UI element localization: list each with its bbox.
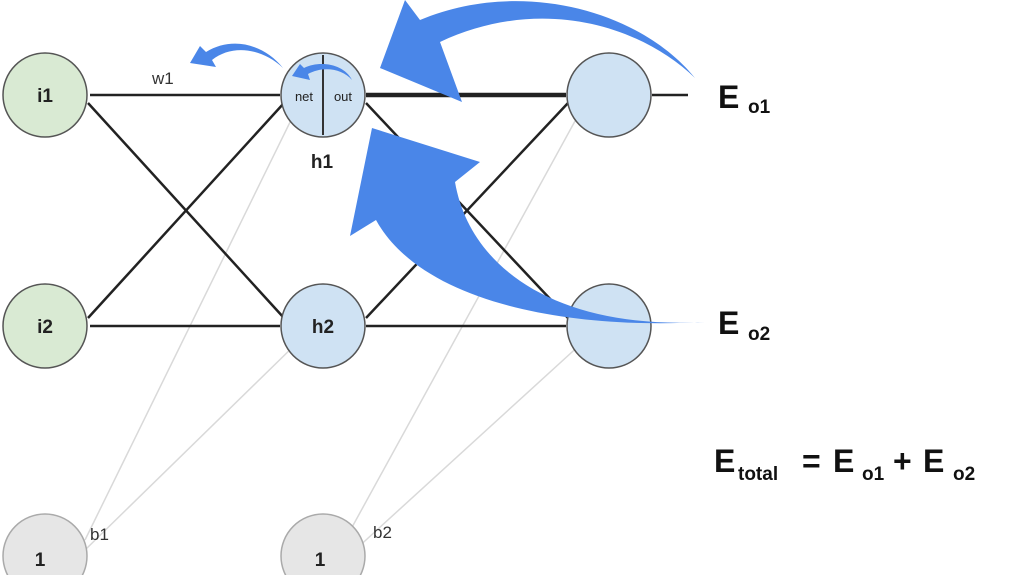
w1-label: w1 <box>151 69 174 88</box>
arrow-to-w1 <box>190 43 283 68</box>
output-node-o2 <box>566 283 652 369</box>
e-o1-term-subscript: o1 <box>862 464 885 485</box>
input-node-i1: i1 <box>2 52 88 138</box>
b2-label: b2 <box>373 523 392 542</box>
edge-b1-h2 <box>84 339 301 551</box>
bias-node-b1: 1 <box>2 513 88 575</box>
b1-value: 1 <box>35 550 46 571</box>
b1-label: b1 <box>90 525 109 544</box>
arrow-out-to-net <box>292 64 352 80</box>
h2-label: h2 <box>312 317 334 338</box>
e-o1-subscript: o1 <box>748 97 771 118</box>
total-error-equation: E total = E o1 + E o2 <box>714 443 975 485</box>
i2-label: i2 <box>37 317 53 338</box>
e-o2-term-letter: E <box>923 443 944 479</box>
edge-h2-o1 <box>365 102 569 319</box>
e-o1-letter: E <box>718 79 739 115</box>
error-o1: E o1 <box>718 79 771 118</box>
e-o2-term-subscript: o2 <box>953 464 975 485</box>
h1-label: h1 <box>311 152 334 173</box>
output-node-o1 <box>566 52 652 138</box>
error-o2: E o2 <box>718 305 770 345</box>
b2-value: 1 <box>315 550 326 571</box>
edge-b2-o2 <box>354 341 584 551</box>
e-o1-term-letter: E <box>833 443 854 479</box>
plus-sign: + <box>893 443 912 479</box>
e-total-letter: E <box>714 443 735 479</box>
arrow-eo1-to-h1 <box>380 0 695 102</box>
bias-node-b2: 1 <box>280 513 366 575</box>
edge-i2-h1 <box>87 102 285 319</box>
i1-label: i1 <box>37 86 53 107</box>
h1-out-label: out <box>334 89 352 104</box>
equals-sign: = <box>802 443 821 479</box>
input-node-i2: i2 <box>2 283 88 369</box>
backprop-arrows <box>190 0 705 324</box>
e-o2-letter: E <box>718 305 739 341</box>
hidden-node-h2: h2 <box>280 283 366 369</box>
arrow-eo2-to-h1 <box>350 128 705 324</box>
weight-connections <box>87 92 688 328</box>
e-total-subscript: total <box>738 464 778 485</box>
e-o2-subscript: o2 <box>748 324 770 345</box>
h1-net-label: net <box>295 89 313 104</box>
